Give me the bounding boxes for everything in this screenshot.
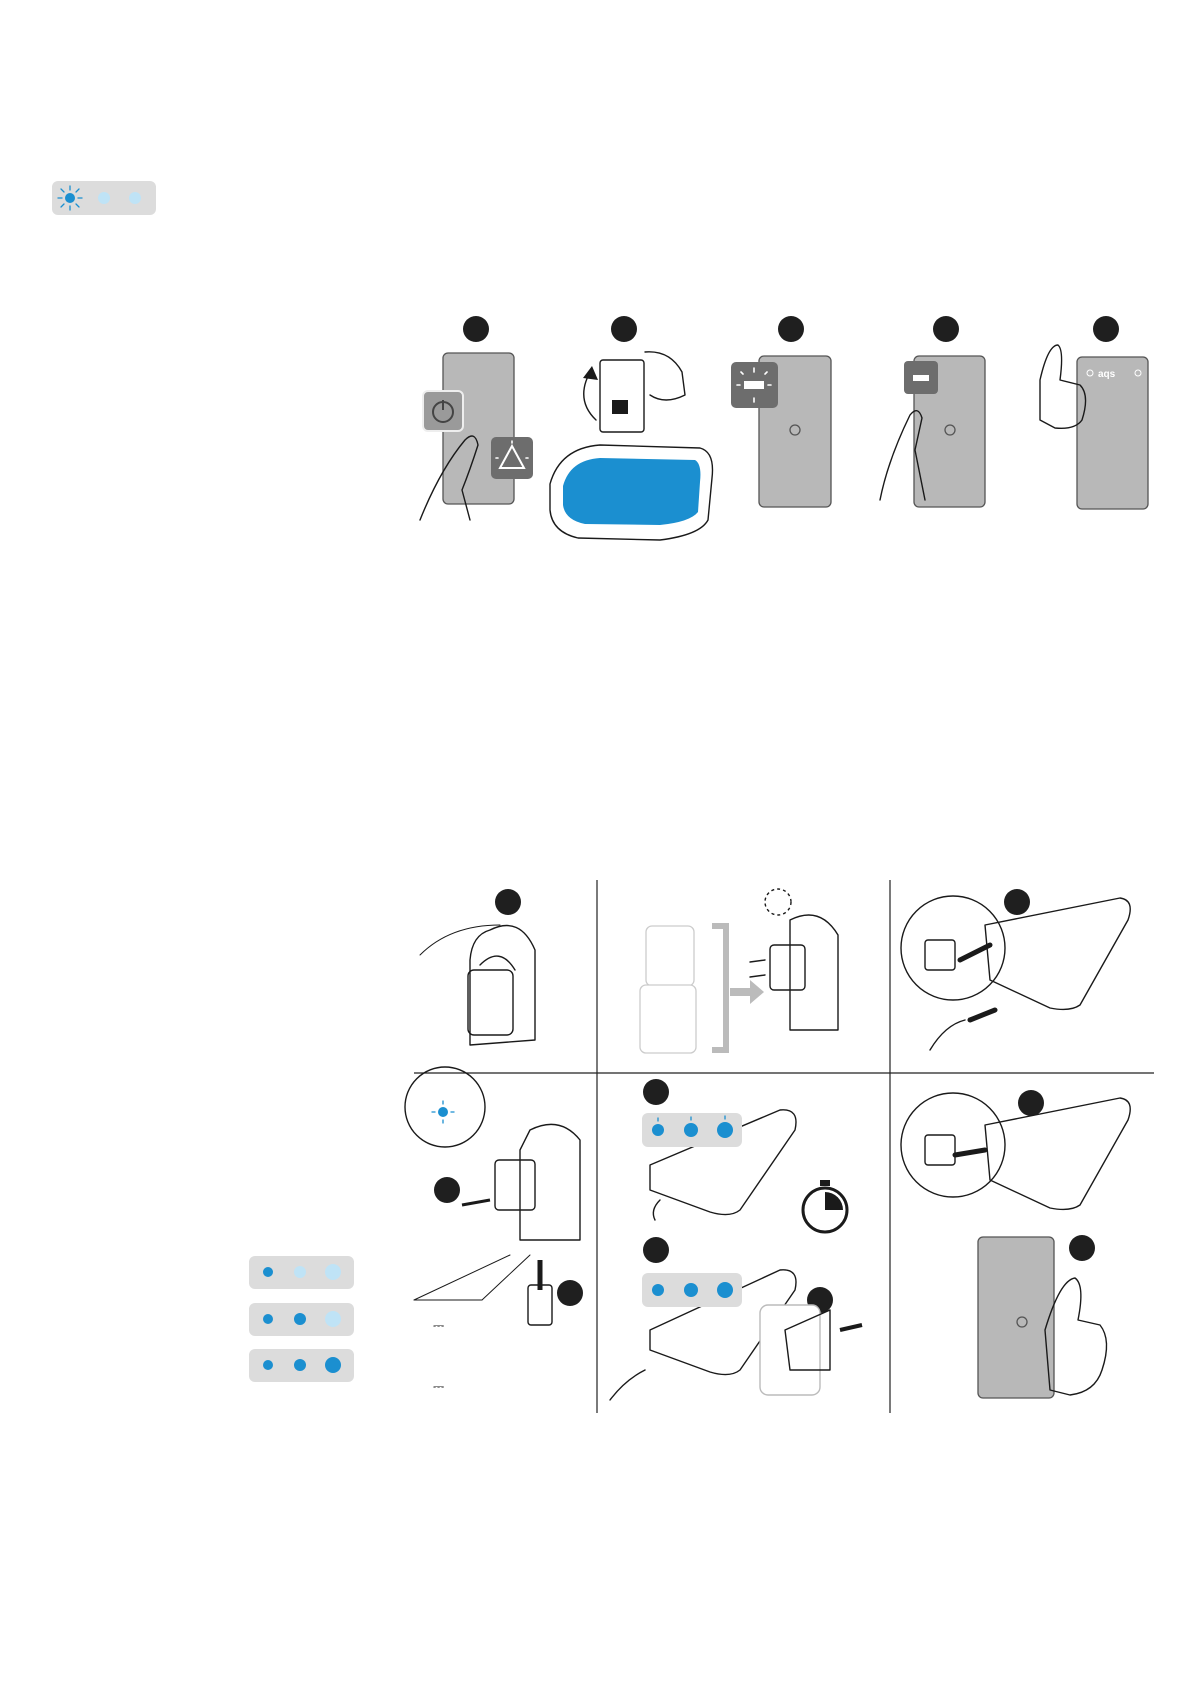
step-5-ready: aqs [1040,345,1148,509]
optional-badge [765,889,791,915]
blinking-dot-icon [432,1101,454,1123]
arrow-icon [730,980,764,1004]
panel-charging [610,1079,862,1400]
hand-icon [420,925,500,955]
remote-icon [985,1098,1130,1209]
usb-cable-icon [610,1370,645,1400]
remote-panel [978,1237,1054,1398]
plug-type-a-icon [646,926,694,986]
charge-level-legend [249,1256,354,1382]
step-badge-1 [643,1079,669,1105]
panel-open-adapter [420,889,535,1045]
power-icon [423,391,463,431]
step-4-press-dash [880,356,985,507]
step-badge-3 [778,316,804,342]
adapter-icon [790,915,838,1030]
step-badge-b [557,1280,583,1306]
step-badge-1 [463,316,489,342]
status-indicator [52,181,156,215]
usb-cable-icon [930,1020,965,1050]
charge-level-3 [249,1349,354,1382]
panel-plug-adapter: ⎓ ⎓ [405,1067,583,1394]
step-badge-4 [933,316,959,342]
remote-icon [985,898,1130,1009]
step-badge [495,889,521,915]
adapter-icon [520,1124,580,1240]
dc-symbol: ⎓ [433,1317,444,1333]
upper-step-badges [463,316,1119,342]
step-badge-5 [1093,316,1119,342]
step-badge-a [434,1177,460,1203]
hand-icon-2 [645,352,685,400]
display-brand: aqs [1098,369,1116,380]
step-badge [1018,1090,1044,1116]
zoom-circle [901,1093,1005,1197]
zoom-circle [405,1067,485,1147]
usb-plug-icon [528,1285,552,1325]
step-2-breaker-and-tub [550,352,713,540]
step-badge-2 [643,1237,669,1263]
indicator-dot-3 [129,192,141,204]
plug-type-b-icon [640,985,696,1053]
charge-level-1 [249,1256,354,1289]
panel-remote-ready [978,1235,1107,1398]
adapter-icon [470,926,535,1046]
step-badge [1004,889,1030,915]
panel-choose-plug [640,889,838,1053]
charge-level-2 [249,1303,354,1336]
step-1-press-power [420,353,533,520]
breaker-switch-icon [600,360,644,432]
dc-symbol-2: ⎓ [433,1378,444,1394]
panel-insert-usb [901,889,1130,1050]
indicator-dot-2 [98,192,110,204]
step-3-dash-blinking [731,356,831,507]
step-badge-2 [611,316,637,342]
blinking-dot-icon [58,186,82,210]
panel-remove-usb [901,1090,1130,1209]
step-badge [1069,1235,1095,1261]
